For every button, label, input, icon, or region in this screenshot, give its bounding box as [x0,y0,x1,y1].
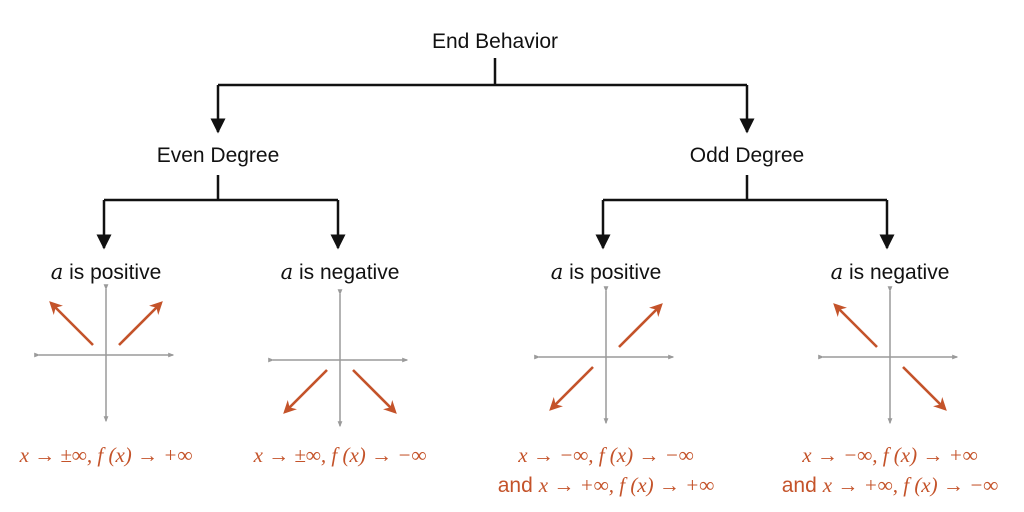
variable-a: a [551,260,564,284]
end-behavior-formula: x → −∞, f (x) → −∞ [517,443,694,467]
formula-2-text: x → +∞, f (x) → −∞ [822,473,999,497]
tree-connectors [96,58,895,250]
variable-a: a [51,260,64,284]
end-behavior-formula: x → −∞, f (x) → +∞ [801,443,978,467]
case-label: a is positive [551,260,662,284]
variable-a: a [831,260,844,284]
case-label-text: is positive [563,261,661,284]
end-behavior-formula: x → ±∞, f (x) → −∞ [253,443,427,467]
and-text: and [782,474,817,497]
case-label-text: is negative [843,261,949,284]
odd-degree-label: Odd Degree [690,144,804,167]
variable-a: a [281,260,294,284]
right-end-arrow [118,301,163,346]
formula-2-text: x → +∞, f (x) → +∞ [538,473,715,497]
case-label-text: is positive [63,261,161,284]
left-end-arrow [549,366,594,411]
and-text: and [498,474,533,497]
case-label: a is positive [51,260,162,284]
even-degree-label: Even Degree [157,144,280,167]
right-end-arrow [618,303,663,348]
case-label-text: is negative [293,261,399,284]
right-end-arrow [352,369,397,414]
right-end-arrow [902,366,947,411]
left-end-arrow [283,369,328,414]
case-label: a is negative [281,260,400,284]
diagram-title: End Behavior [432,30,558,53]
left-end-arrow [833,303,878,348]
case-label: a is negative [831,260,950,284]
left-end-arrow [49,301,94,346]
end-behavior-formula: x → ±∞, f (x) → +∞ [19,443,193,467]
